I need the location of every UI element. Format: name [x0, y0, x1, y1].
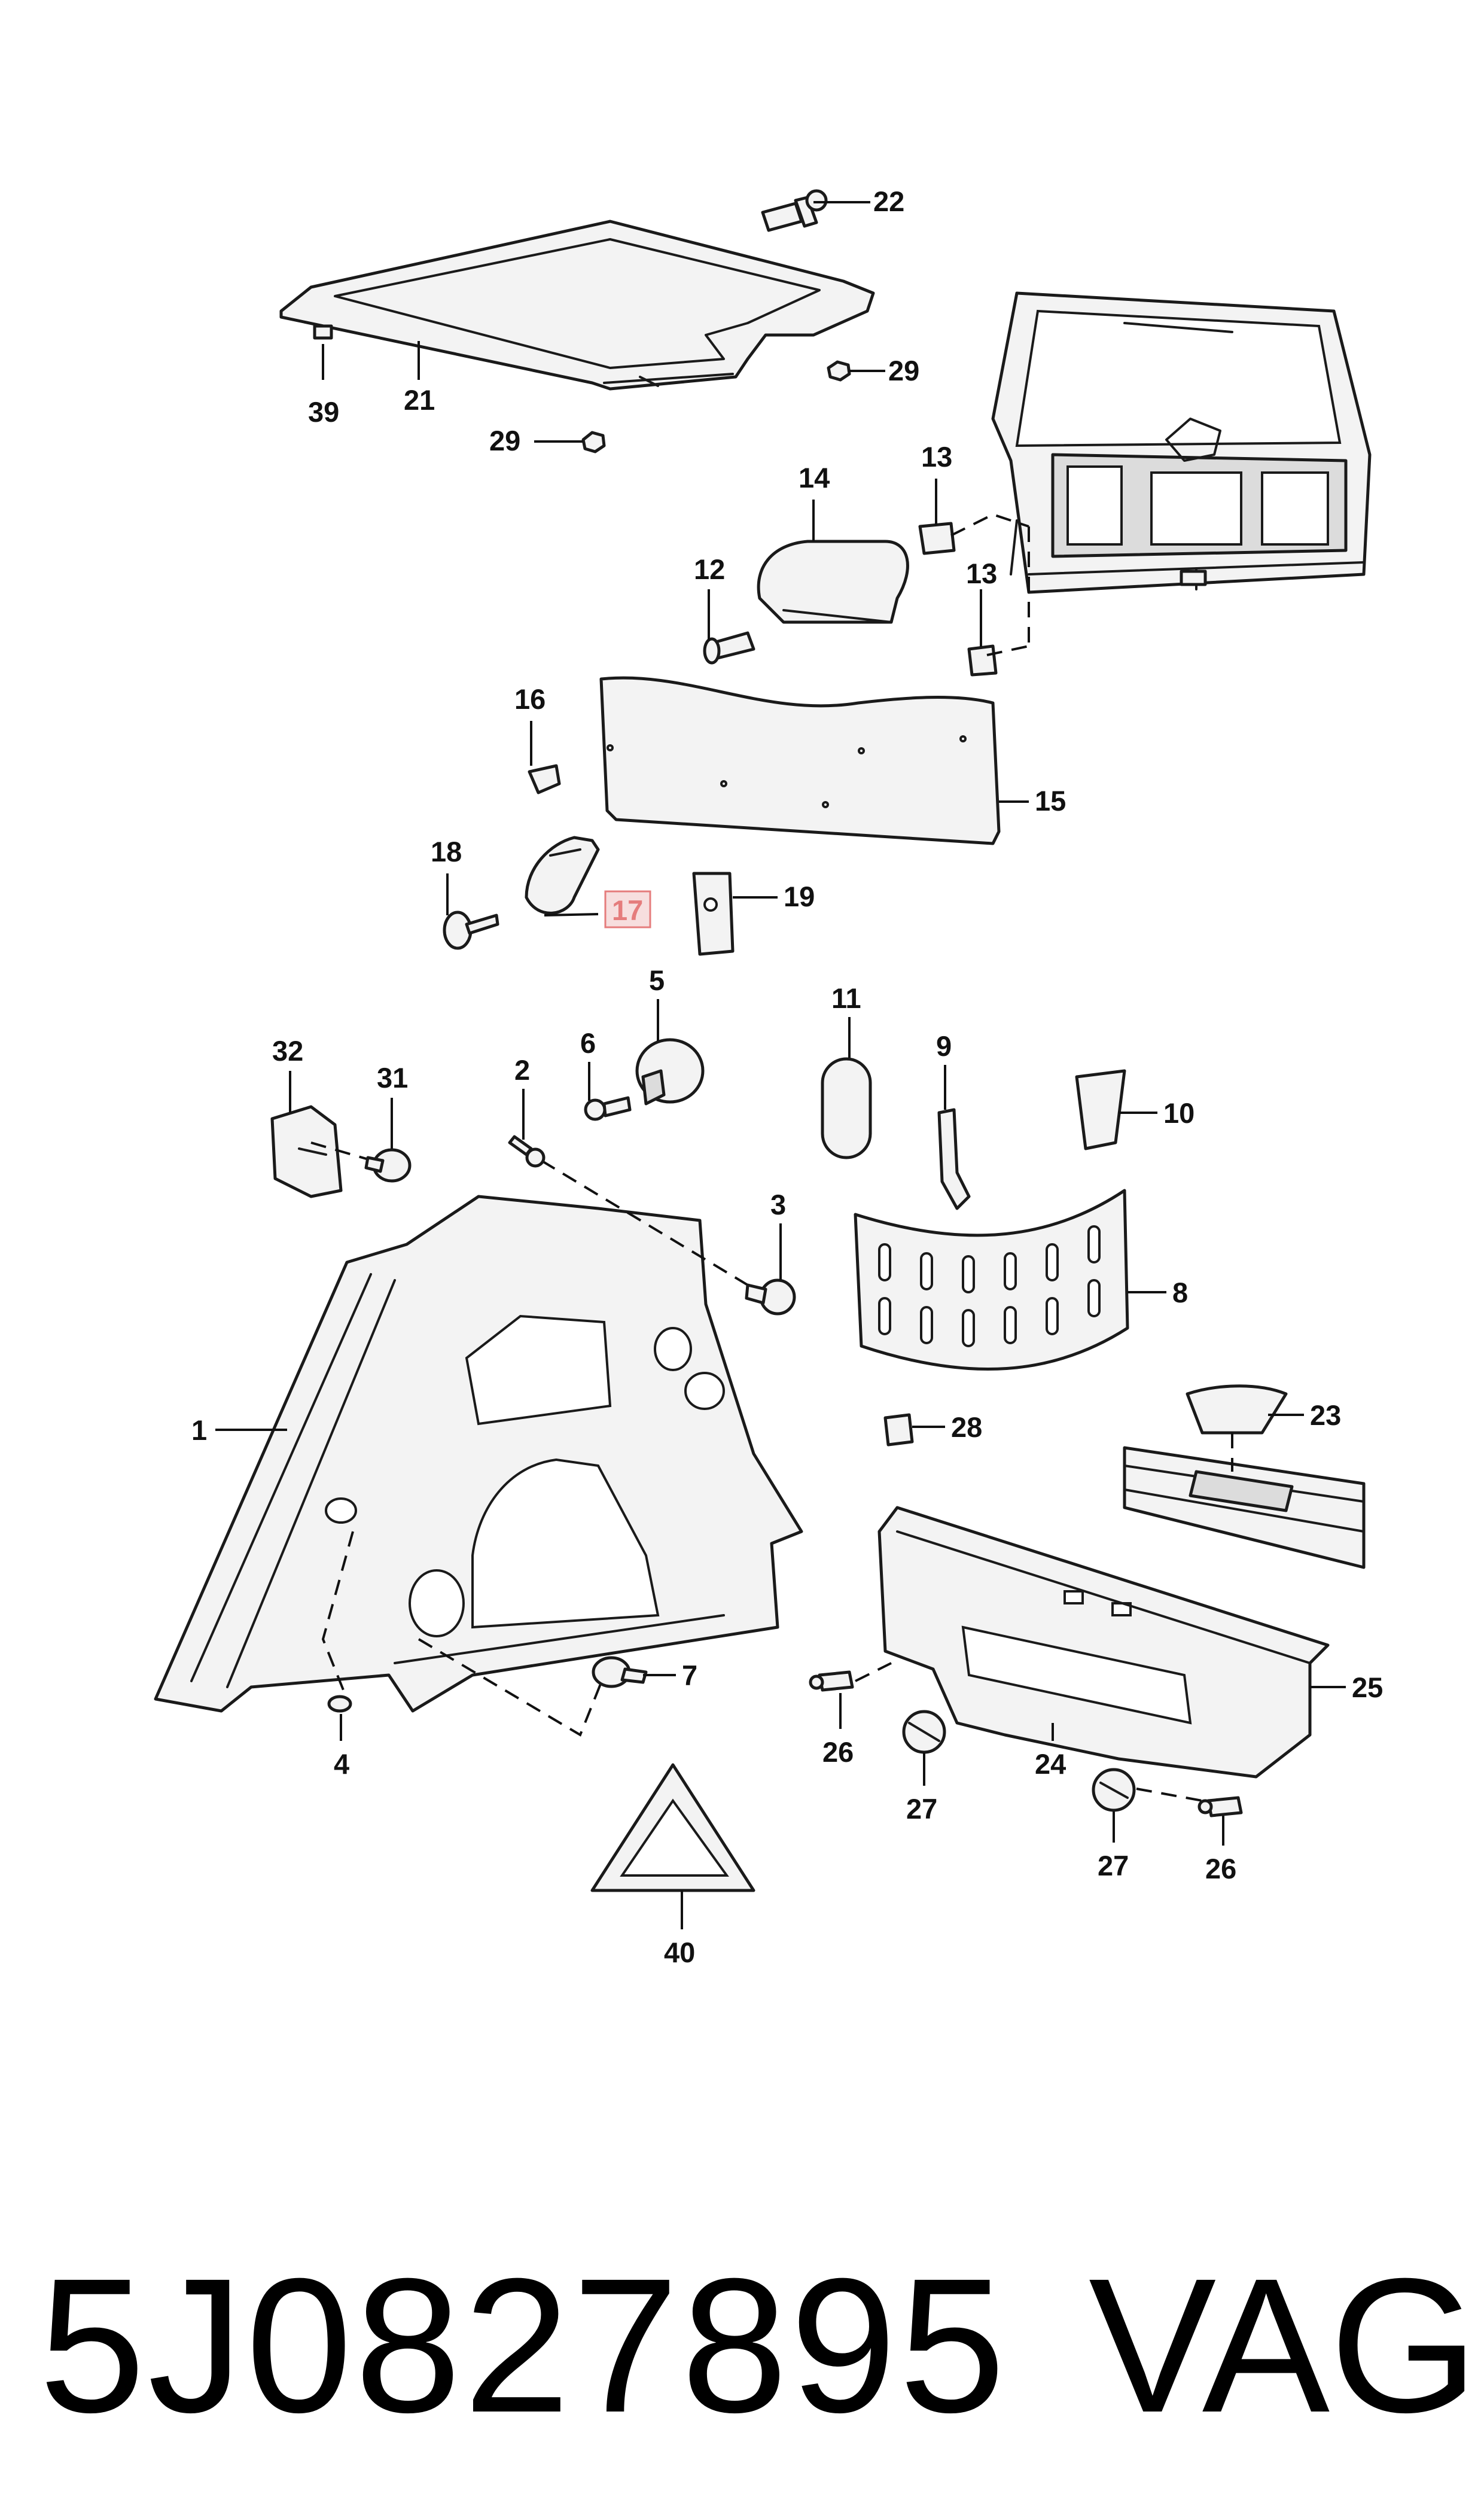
callout-8: 8 — [1172, 1277, 1188, 1308]
cap-5 — [635, 1038, 705, 1106]
plug-4 — [327, 1695, 352, 1713]
quarter-trim-1 — [154, 1195, 803, 1713]
callout-17-highlight — [604, 890, 651, 928]
callout-9: 9 — [936, 1030, 952, 1062]
assembly-line-2-3 — [540, 1159, 761, 1293]
callout-11: 11 — [831, 982, 861, 1014]
callout-28: 28 — [951, 1411, 982, 1443]
callout-16: 16 — [514, 683, 546, 715]
bolt-22 — [761, 189, 828, 232]
callout-13-upper: 13 — [921, 441, 952, 473]
callout-29-right: 29 — [888, 355, 919, 386]
callout-18: 18 — [431, 836, 462, 867]
assembly-line-26-27 — [855, 1662, 1203, 1802]
handle-17 — [525, 836, 600, 915]
callout-3: 3 — [770, 1189, 786, 1220]
hook-32 — [270, 1105, 343, 1198]
screw-6 — [584, 1096, 632, 1121]
grommet-27-right — [1092, 1768, 1136, 1812]
clip-26-right — [1197, 1796, 1243, 1817]
callout-26-left: 26 — [822, 1736, 854, 1768]
clip-7 — [592, 1656, 648, 1688]
grommet-27-left — [902, 1710, 946, 1754]
callout-12: 12 — [694, 553, 725, 585]
label-19 — [692, 872, 735, 956]
cover-14 — [757, 540, 909, 624]
callout-17: 17 — [612, 894, 643, 926]
callout-labels: 22 21 39 29 29 14 13 13 12 16 15 18 17 1… — [191, 185, 1383, 1968]
trim-cover-23 — [1186, 1384, 1288, 1472]
callout-31: 31 — [377, 1062, 408, 1094]
screw-2 — [508, 1135, 546, 1168]
callout-13-lower: 13 — [966, 558, 997, 589]
callout-39: 39 — [308, 396, 339, 428]
rivet-18 — [443, 911, 499, 950]
assembly-line-4 — [321, 1531, 354, 1700]
callout-22: 22 — [873, 185, 904, 217]
clip-28 — [883, 1413, 914, 1447]
mesh-8 — [854, 1189, 1129, 1371]
callout-29-left: 29 — [489, 425, 520, 456]
warning-triangle-40 — [590, 1763, 755, 1892]
tailgate-frame — [991, 291, 1372, 594]
sill-panel-25 — [877, 1506, 1330, 1779]
clip-16 — [528, 764, 561, 794]
trim-panel-15 — [599, 676, 1001, 845]
callout-21: 21 — [404, 384, 435, 416]
callout-23: 23 — [1310, 1399, 1341, 1431]
cover-11 — [821, 1057, 872, 1159]
callout-25: 25 — [1352, 1671, 1383, 1703]
nut-29-lower — [581, 431, 606, 453]
callout-32: 32 — [272, 1035, 303, 1067]
clip-3 — [745, 1278, 796, 1316]
strap-9 — [937, 1108, 971, 1210]
callout-4: 4 — [334, 1748, 349, 1780]
callout-15: 15 — [1035, 785, 1066, 817]
callout-6: 6 — [580, 1027, 596, 1059]
callout-7: 7 — [682, 1660, 697, 1691]
callout-10: 10 — [1163, 1097, 1194, 1129]
callout-27-left: 27 — [906, 1793, 937, 1825]
parcel-shelf-21 — [279, 220, 875, 391]
screw-12 — [703, 631, 755, 665]
assembly-line-13 — [950, 513, 1030, 656]
callout-26-right: 26 — [1205, 1853, 1236, 1884]
callout-1: 1 — [191, 1414, 207, 1446]
assembly-line-7 — [418, 1638, 605, 1737]
clip-13-lower — [967, 644, 998, 677]
clip-13-upper — [918, 522, 956, 555]
floor-rail — [1123, 1446, 1366, 1569]
leader-lines — [215, 201, 1346, 1929]
clip-26-left — [809, 1670, 854, 1692]
callout-5: 5 — [649, 964, 665, 996]
callout-27-right: 27 — [1098, 1850, 1129, 1881]
cover-10 — [1075, 1069, 1126, 1150]
part-number-label: 5J0827895 — [39, 2238, 1008, 2452]
nut-29-upper — [827, 360, 851, 382]
brand-label: VAG — [1089, 2238, 1479, 2452]
callout-24: 24 — [1035, 1748, 1066, 1780]
callout-2: 2 — [514, 1054, 530, 1086]
callout-14: 14 — [799, 462, 830, 494]
clip-31 — [364, 1148, 412, 1183]
callout-40: 40 — [664, 1937, 695, 1968]
clip-39 — [313, 324, 333, 340]
callout-19: 19 — [784, 881, 815, 912]
